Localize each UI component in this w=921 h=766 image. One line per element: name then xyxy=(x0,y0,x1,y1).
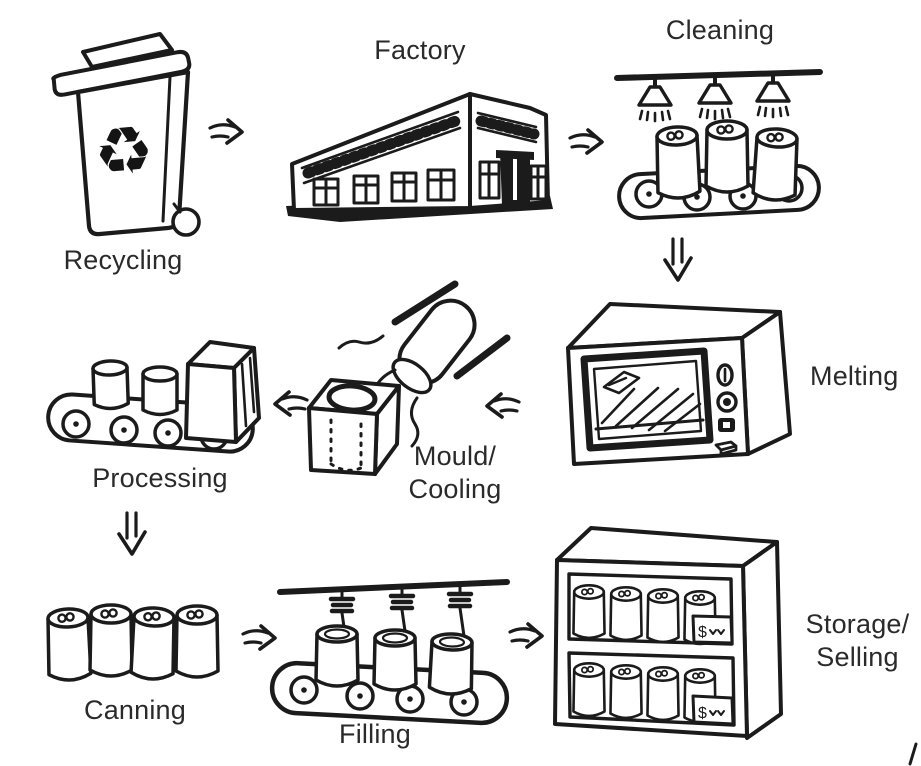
recycle-symbol-icon: ♻ xyxy=(91,111,157,193)
right-arrow-icon xyxy=(208,118,244,145)
melting-oven-illustration xyxy=(566,302,792,466)
canning-cans-illustration xyxy=(44,603,220,683)
recycling-bin-illustration: ♻ xyxy=(51,32,201,237)
slash-mark xyxy=(908,742,918,766)
storage-selling-label: Storage/ Selling xyxy=(795,608,920,674)
factory-illustration xyxy=(286,92,553,222)
cleaning-label: Cleaning xyxy=(665,15,775,45)
arrow-cleaning-to-melting xyxy=(658,234,698,286)
storage-shelf-illustration: $ $ xyxy=(553,526,783,740)
station-processing xyxy=(38,338,273,468)
corner-slash-mark xyxy=(905,742,919,766)
arrow-processing-to-canning xyxy=(112,508,152,560)
melting-label: Melting xyxy=(810,361,899,391)
arrow-recycling-to-factory xyxy=(205,114,249,150)
station-cleaning xyxy=(605,58,830,228)
factory-label: Factory xyxy=(374,35,466,65)
down-arrow-icon xyxy=(663,237,693,282)
price-tag-top: $ xyxy=(691,614,734,645)
arrow-factory-to-cleaning xyxy=(565,124,609,160)
processing-machine-illustration xyxy=(46,340,261,454)
arrow-mould-to-processing xyxy=(268,386,312,422)
storage-label-line1: Storage/ xyxy=(805,609,910,639)
station-recycling: ♻ xyxy=(28,22,213,250)
price-tag-dollar: $ xyxy=(698,624,707,641)
filling-machine-illustration xyxy=(269,579,510,726)
down-arrow-icon xyxy=(117,511,147,556)
filling-label: Filling xyxy=(339,719,411,749)
storage-label-line2: Selling xyxy=(816,641,899,672)
mould-cooling-illustration xyxy=(307,280,511,476)
station-factory xyxy=(278,82,563,227)
mould-label-line2: Cooling xyxy=(408,473,502,504)
mould-cooling-label: Mould/ Cooling xyxy=(385,440,525,506)
canning-label: Canning xyxy=(84,695,186,725)
right-arrow-icon xyxy=(508,622,544,649)
left-arrow-icon xyxy=(273,390,309,417)
mould-label-line1: Mould/ xyxy=(413,441,497,471)
price-tag-bottom: $ xyxy=(691,694,735,726)
processing-label: Processing xyxy=(92,463,228,493)
station-canning xyxy=(42,596,227,696)
station-filling xyxy=(262,572,522,727)
price-tag-dollar: $ xyxy=(698,705,707,722)
right-arrow-icon xyxy=(568,128,604,155)
arrow-filling-to-storage xyxy=(505,618,549,654)
station-storage-selling: $ $ xyxy=(545,518,795,748)
cleaning-machine-illustration xyxy=(614,69,823,221)
recycling-label: Recycling xyxy=(63,245,183,275)
station-mould-cooling xyxy=(295,278,511,483)
station-melting xyxy=(552,292,807,482)
